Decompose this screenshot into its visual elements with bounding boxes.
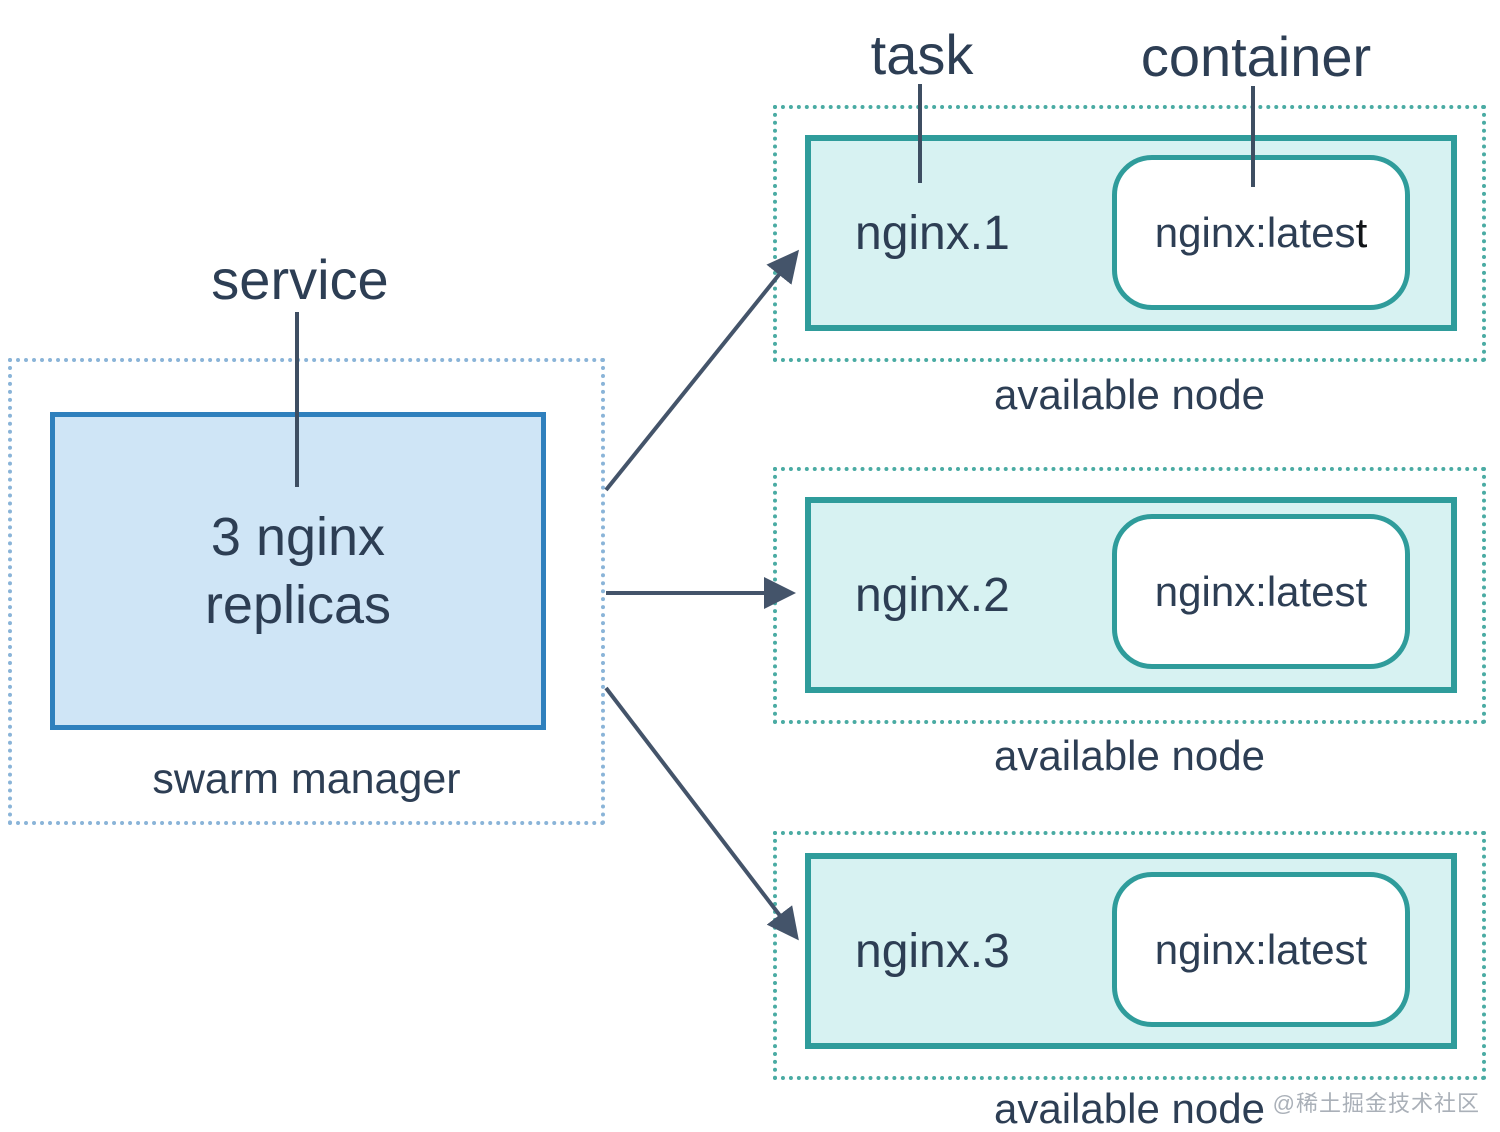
container-image-nginx-2: nginx:latest bbox=[1155, 568, 1367, 616]
available-node-1-dashed-box bbox=[773, 105, 1486, 362]
task-name-nginx-2: nginx.2 bbox=[855, 568, 1010, 622]
swarm-manager-caption: swarm manager bbox=[152, 755, 461, 803]
service-replicas-box: 3 nginx replicas bbox=[50, 412, 546, 730]
available-node-3-dashed-box bbox=[773, 831, 1486, 1080]
replicas-line2: replicas bbox=[204, 575, 392, 635]
replicas-line1: 3 nginx bbox=[210, 507, 386, 567]
service-replicas-text: 3 nginx replicas bbox=[205, 503, 391, 639]
arrow-to-node-1 bbox=[604, 249, 800, 492]
container-box-nginx-1: nginx:latest bbox=[1112, 155, 1410, 310]
available-node-2-caption: available node bbox=[994, 732, 1265, 779]
swarm-manager-dashed-box bbox=[8, 358, 605, 825]
available-node-3-caption: available node bbox=[994, 1085, 1265, 1132]
container-box-nginx-3: nginx:latest bbox=[1112, 872, 1410, 1027]
container-box-nginx-2: nginx:latest bbox=[1112, 514, 1410, 669]
container-image-main: nginx:lates bbox=[1154, 208, 1356, 256]
container-image-nginx-1: nginx:latest bbox=[1155, 209, 1367, 257]
container-label: container bbox=[1140, 25, 1372, 88]
container-image-main: nginx:latest bbox=[1154, 567, 1368, 615]
container-image-main: nginx:latest bbox=[1154, 925, 1368, 973]
container-image-suffix: t bbox=[1355, 208, 1368, 256]
watermark-text: @稀土掘金技术社区 bbox=[1272, 1091, 1480, 1116]
arrow-to-node-3 bbox=[604, 686, 799, 941]
available-node-1-caption: available node bbox=[994, 371, 1265, 418]
service-label: service bbox=[211, 248, 389, 311]
container-image-nginx-3: nginx:latest bbox=[1155, 926, 1367, 974]
task-name-nginx-3: nginx.3 bbox=[855, 924, 1010, 978]
task-name-nginx-1: nginx.1 bbox=[855, 206, 1010, 260]
task-label: task bbox=[870, 23, 974, 86]
